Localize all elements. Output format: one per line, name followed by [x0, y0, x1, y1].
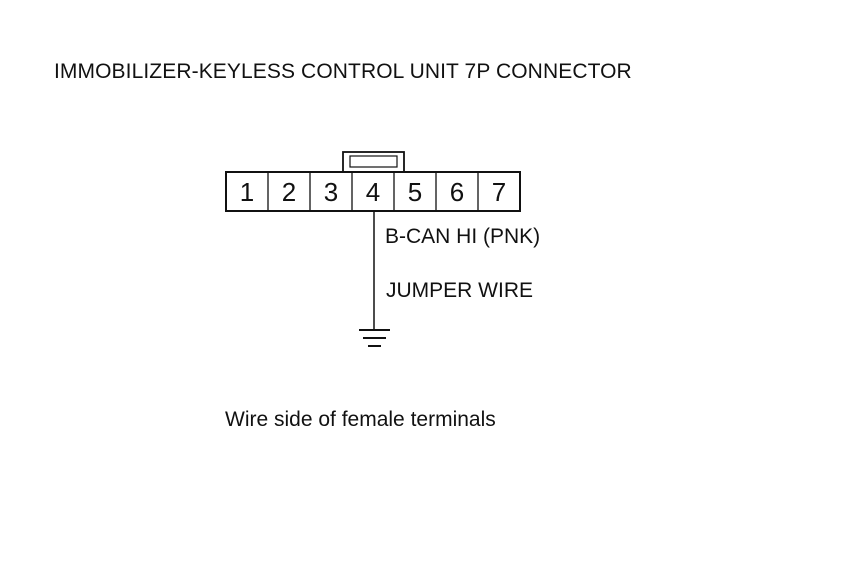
- jumper-wire-label: JUMPER WIRE: [386, 279, 533, 302]
- connector-pin-5: 5: [393, 172, 422, 211]
- connector-pin-4: 4: [351, 172, 380, 211]
- diagram-title: IMMOBILIZER-KEYLESS CONTROL UNIT 7P CONN…: [54, 60, 632, 83]
- pin-number: 3: [324, 177, 338, 207]
- connector-lock-tab-icon: [342, 151, 405, 173]
- diagram-caption: Wire side of female terminals: [225, 408, 496, 431]
- wire-label: B-CAN HI (PNK): [385, 225, 540, 248]
- pin-number: 6: [450, 177, 464, 207]
- pin-number: 2: [282, 177, 296, 207]
- connector-pin-7: 7: [477, 172, 506, 211]
- pin-number: 7: [492, 177, 506, 207]
- connector-pin-3: 3: [309, 172, 338, 211]
- pin-number: 4: [366, 177, 380, 207]
- connector-body: [225, 171, 521, 212]
- connector-pin-6: 6: [435, 172, 464, 211]
- pin-number: 1: [240, 177, 254, 207]
- connector-pin-1: 1: [240, 177, 254, 207]
- connector-pin-2: 2: [267, 172, 296, 211]
- ground-symbol-icon: [359, 329, 390, 347]
- pin-number: 5: [408, 177, 422, 207]
